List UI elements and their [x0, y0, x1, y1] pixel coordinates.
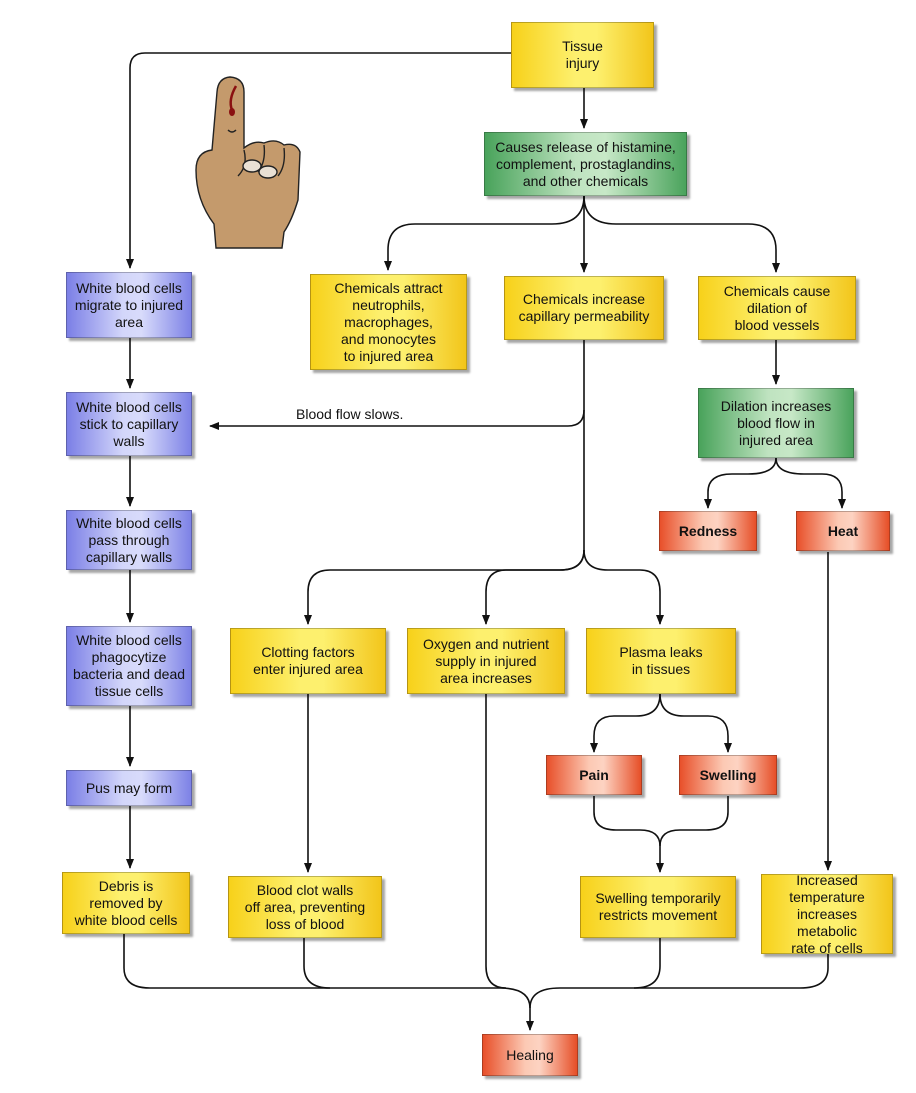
node-redness: Redness — [659, 511, 757, 551]
node-tissue-injury: Tissue injury — [511, 22, 654, 88]
line-swelling-merge — [659, 796, 729, 847]
arrow-flow-to-heat — [775, 457, 846, 509]
node-wbc-stick: White blood cells stick to capillary wal… — [66, 392, 192, 456]
edge-label-blood-flow-slows: Blood flow slows. — [296, 406, 404, 422]
node-swelling-restricts: Swelling temporarily restricts movement — [580, 876, 736, 938]
node-wbc-migrate: White blood cells migrate to injured are… — [66, 272, 192, 338]
line-oxygen-to-healing — [485, 694, 507, 989]
node-chem-dilation: Chemicals cause dilation of blood vessel… — [698, 276, 856, 340]
line-pain-merge — [593, 796, 661, 847]
node-plasma-leaks: Plasma leaks in tissues — [586, 628, 736, 694]
node-clotting-factors: Clotting factors enter injured area — [230, 628, 386, 694]
node-swelling: Swelling — [679, 755, 777, 795]
node-oxygen-supply: Oxygen and nutrient supply in injured ar… — [407, 628, 565, 694]
arrow-trunk-to-oxygen — [482, 549, 585, 625]
line-debris-to-healing — [123, 934, 531, 1009]
node-chem-permeability: Chemicals increase capillary permeabilit… — [504, 276, 664, 340]
arrow-flow-to-redness — [704, 457, 777, 509]
line-restricts-to-healing — [529, 938, 661, 1009]
node-healing: Healing — [482, 1034, 578, 1076]
node-wbc-phagocytize: White blood cells phagocytize bacteria a… — [66, 626, 192, 706]
injured-finger-hand-icon — [195, 76, 301, 249]
node-chem-attract: Chemicals attract neutrophils, macrophag… — [310, 274, 467, 370]
node-release-chemicals: Causes release of histamine, complement,… — [484, 132, 687, 196]
node-wbc-pass: White blood cells pass through capillary… — [66, 510, 192, 570]
arrow-release-to-dilation — [583, 195, 780, 273]
arrow-injury-to-migrate — [126, 52, 512, 269]
node-pus: Pus may form — [66, 770, 192, 806]
arrow-plasma-to-pain — [590, 693, 661, 753]
arrow-trunk-to-clotting — [304, 549, 585, 625]
node-blood-clot: Blood clot walls off area, preventing lo… — [228, 876, 382, 938]
node-debris: Debris is removed by white blood cells — [62, 872, 190, 934]
line-clot-to-healing — [303, 938, 331, 989]
node-pain: Pain — [546, 755, 642, 795]
arrow-plasma-to-swelling — [659, 693, 732, 753]
node-heat: Heat — [796, 511, 890, 551]
node-increased-temp: Increased temperature increases metaboli… — [761, 872, 893, 956]
arrow-trunk-to-plasma — [583, 549, 664, 625]
line-temp-to-healing — [634, 952, 829, 989]
node-dilation-flow: Dilation increases blood flow in injured… — [698, 388, 854, 458]
arrow-release-to-attract — [384, 195, 585, 271]
